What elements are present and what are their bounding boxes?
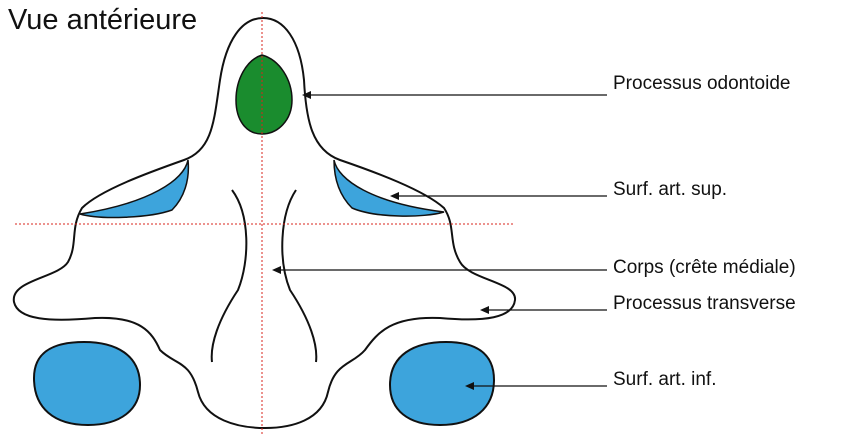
leader-odontoid bbox=[302, 91, 607, 99]
inf-articular-left bbox=[34, 342, 140, 425]
label-transverse-process: Processus transverse bbox=[613, 294, 796, 313]
label-odontoid-process: Processus odontoide bbox=[613, 74, 790, 93]
label-sup-articular-surface: Surf. art. sup. bbox=[613, 180, 727, 199]
label-inf-articular-surface: Surf. art. inf. bbox=[613, 370, 716, 389]
inf-articular-right bbox=[390, 342, 494, 425]
label-body-median-crest: Corps (crête médiale) bbox=[613, 258, 796, 277]
view-title: Vue antérieure bbox=[8, 6, 197, 35]
